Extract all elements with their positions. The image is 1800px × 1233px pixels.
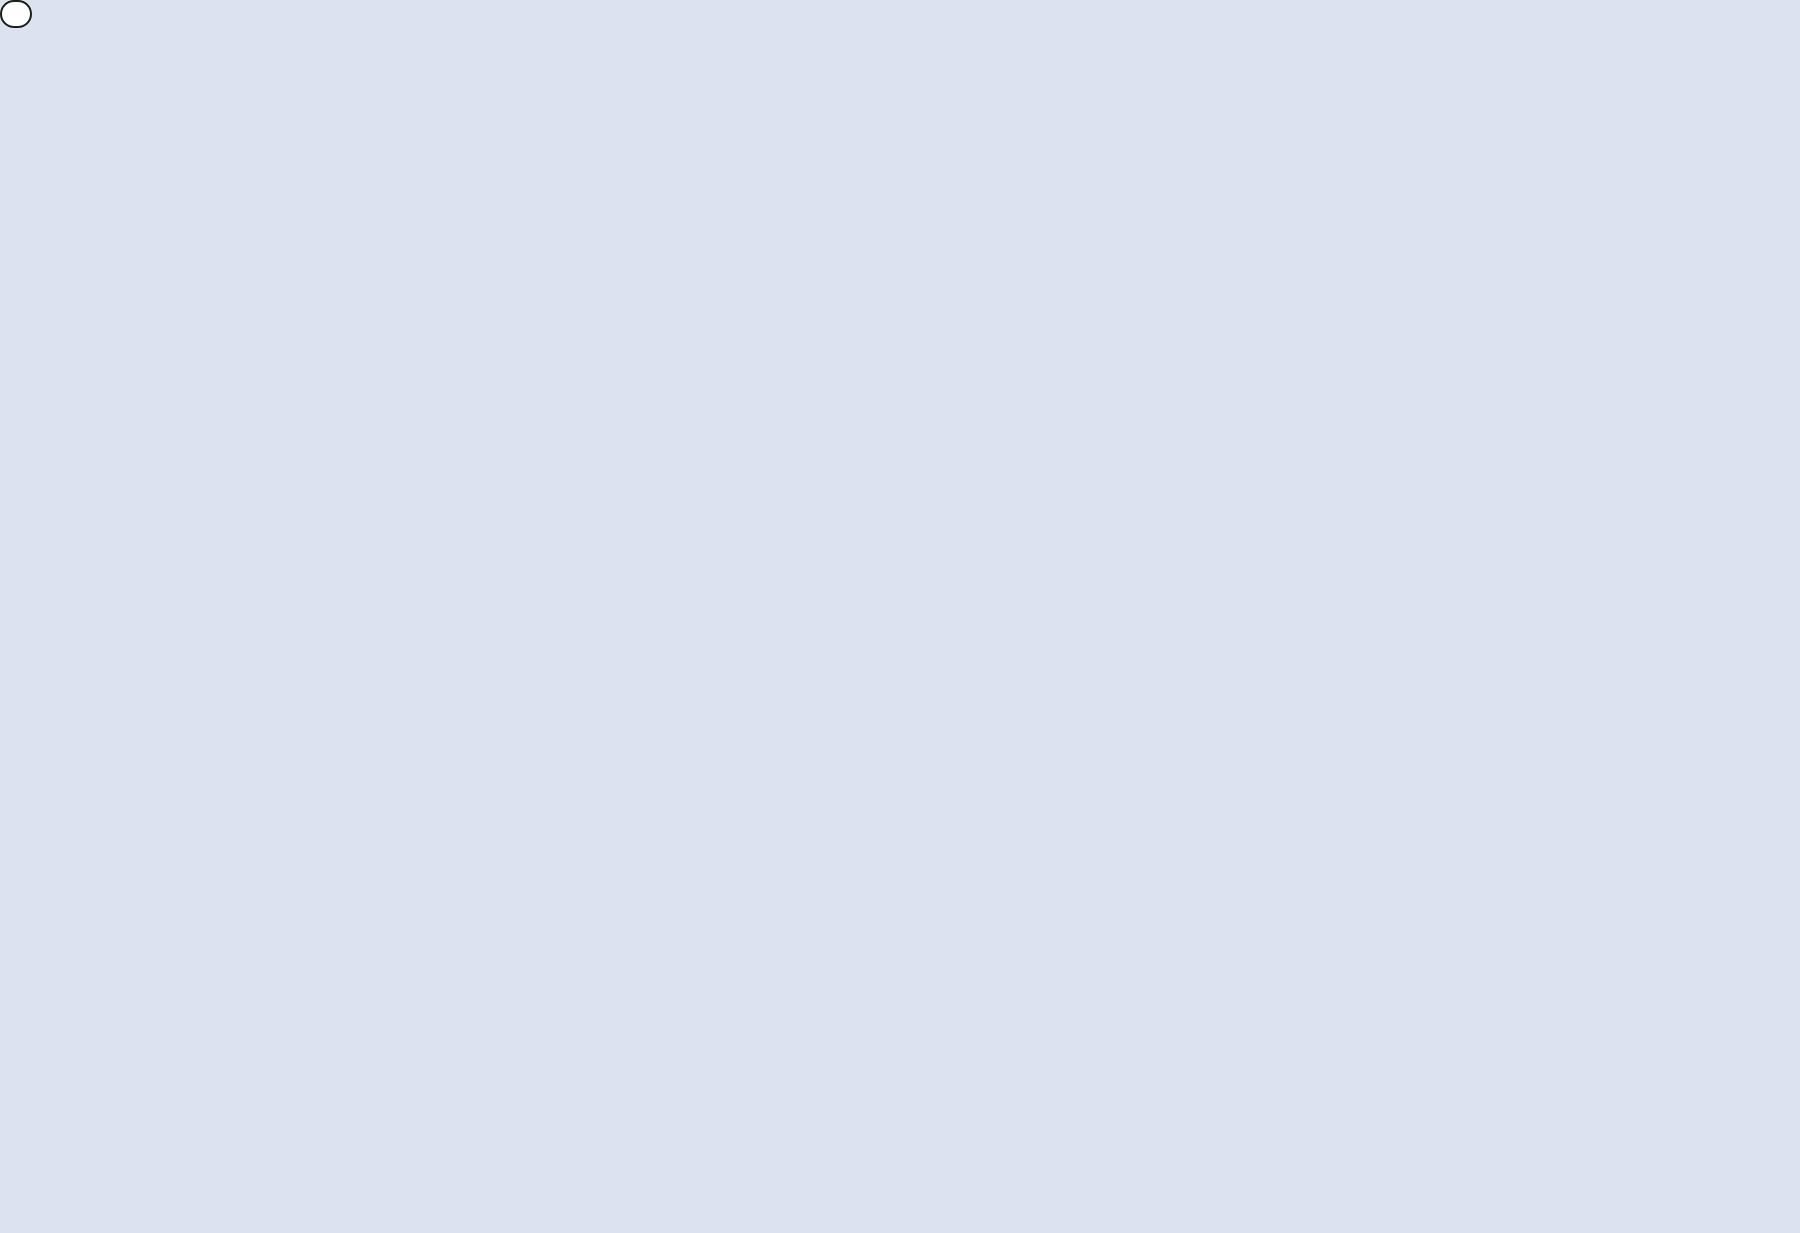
legend: [0, 0, 32, 28]
